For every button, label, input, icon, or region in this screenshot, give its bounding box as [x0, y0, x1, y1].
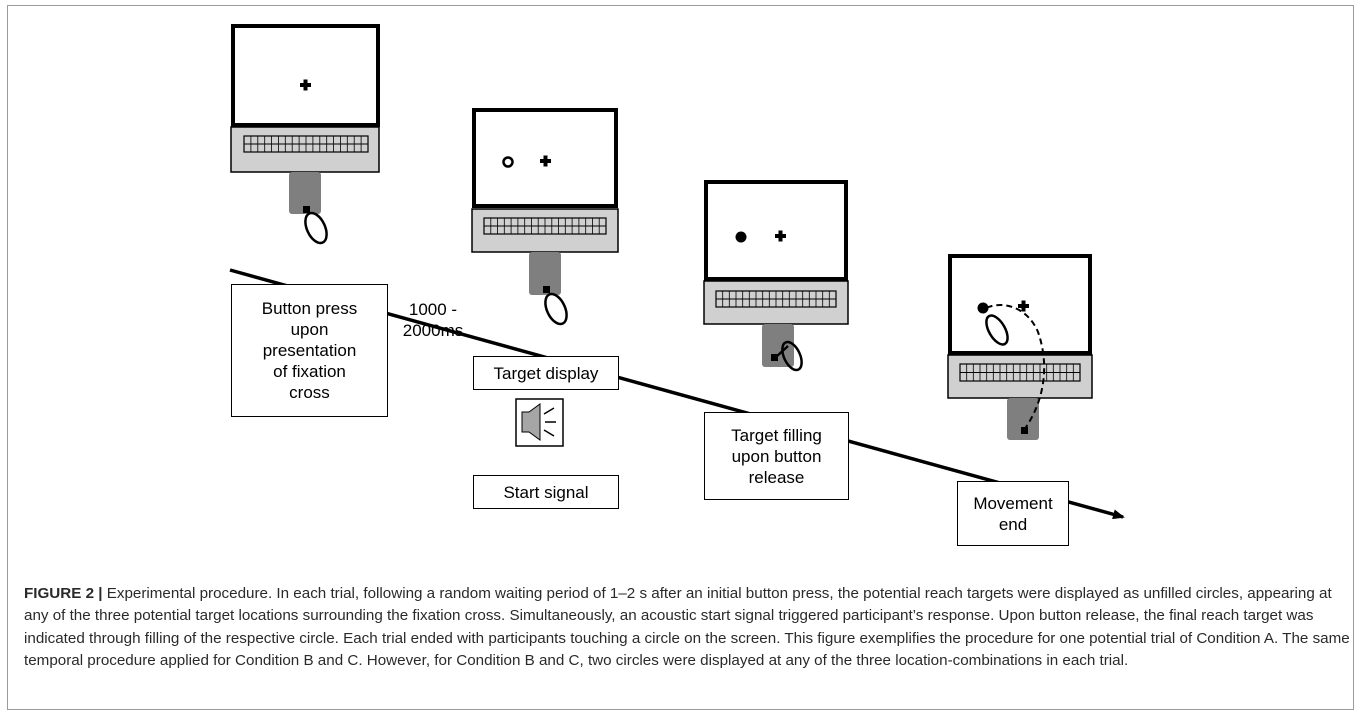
button-press-label: Button press upon presentation of fixati… [231, 284, 388, 417]
fixation-cross [540, 155, 551, 167]
start-signal-label: Start signal [473, 475, 619, 509]
hand-icon [985, 314, 1009, 346]
start-button-base [289, 172, 321, 214]
screen [231, 24, 380, 127]
setup-stage-4 [947, 254, 1093, 440]
movement-trajectory [985, 304, 1046, 431]
screen [704, 180, 848, 281]
figure-caption: FIGURE 2 | Experimental procedure. In ea… [24, 583, 1350, 673]
figure-frame: Button press upon presentation of fixati… [7, 5, 1354, 710]
start-button-base [529, 252, 561, 295]
setup-stage-1 [230, 24, 380, 245]
hand-icon [543, 286, 568, 326]
movement-end-label: Movement end [957, 481, 1069, 546]
unfilled-target [502, 156, 514, 168]
start-button-base [1007, 398, 1039, 440]
setup-stage-2 [471, 108, 619, 326]
figure-caption-label: FIGURE 2 | [24, 585, 103, 602]
button-marker [1021, 427, 1028, 434]
keyboard-keys [959, 363, 1081, 382]
speaker-icon [515, 398, 564, 447]
procedure-diagram [229, 24, 1125, 520]
setup-stage-3 [703, 180, 849, 372]
target-display-label: Target display [473, 356, 619, 390]
keyboard [230, 126, 380, 173]
start-button-base [762, 324, 794, 367]
figure-caption-text: Experimental procedure. In each trial, f… [24, 585, 1350, 670]
keyboard-keys [715, 290, 837, 308]
interval-label: 1000 - 2000ms [402, 300, 464, 340]
filled-target [735, 231, 747, 243]
keyboard-keys [483, 217, 607, 235]
fixation-cross [300, 79, 311, 91]
hand-icon [303, 206, 328, 245]
keyboard-keys [243, 135, 369, 153]
filled-target [977, 302, 989, 314]
fixation-cross [775, 230, 786, 242]
fixation-cross [1018, 300, 1029, 312]
target-filling-label: Target filling upon button release [704, 412, 849, 500]
hand-icon [771, 340, 803, 372]
